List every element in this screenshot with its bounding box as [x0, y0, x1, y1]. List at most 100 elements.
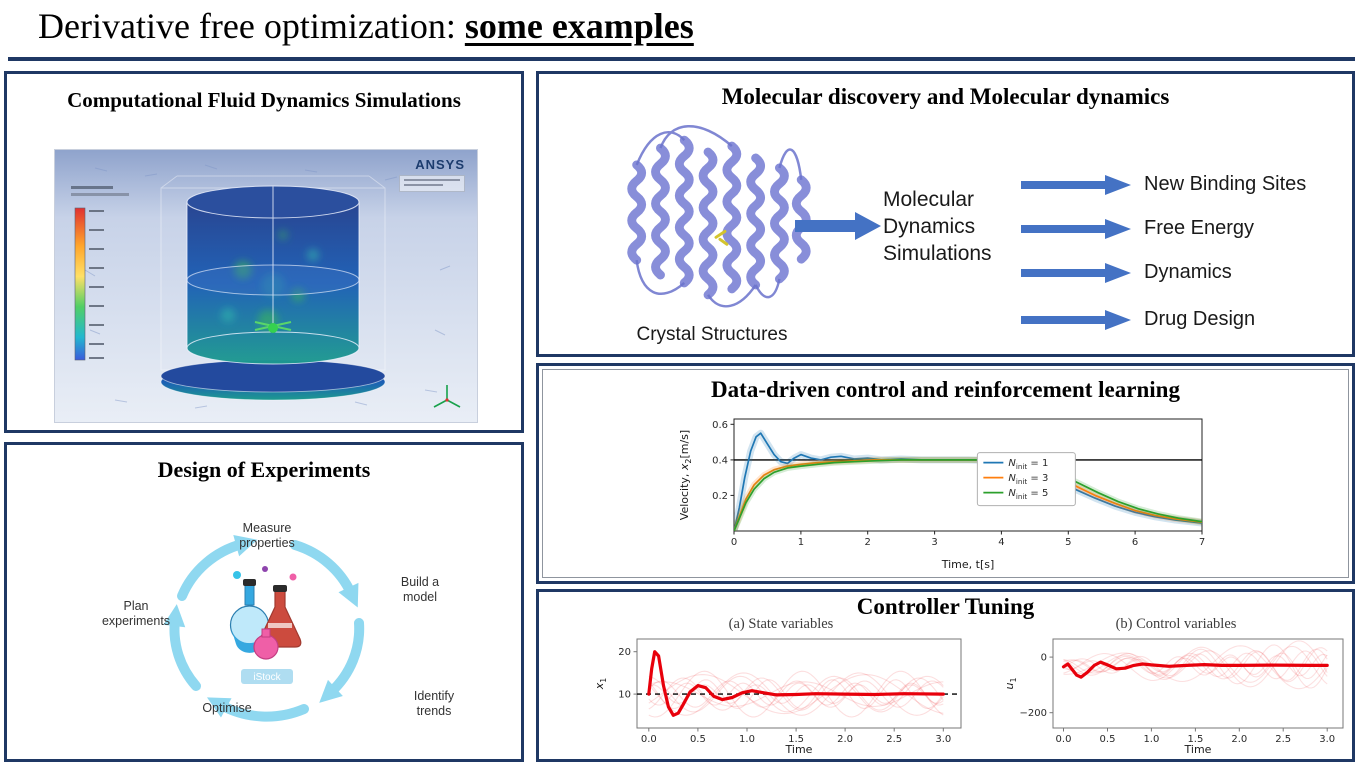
cfd-panel-title: Computational Fluid Dynamics Simulations [67, 88, 461, 112]
svg-text:10: 10 [618, 690, 631, 701]
main-flow-arrow [795, 212, 881, 240]
cfd-simulation-image: ANSYS [55, 150, 477, 422]
md-simulations-label: Molecular Dynamics Simulations [883, 188, 992, 265]
svg-text:0: 0 [730, 537, 736, 548]
panel-control-inner: Data-driven control and reinforcement le… [542, 369, 1349, 578]
svg-text:Velocity, x2​[m/s]: Velocity, x2​[m/s] [678, 430, 693, 520]
output-row-drug-design: Drug Design [1021, 308, 1255, 331]
control-panel-title: Data-driven control and reinforcement le… [711, 377, 1180, 402]
doe-step-measure: Measure properties [239, 521, 295, 550]
svg-text:1: 1 [797, 537, 803, 548]
svg-text:Time: Time [1184, 743, 1212, 756]
panel-molecular: Molecular discovery and Molecular dynami… [536, 71, 1355, 357]
doe-cycle-svg: iStock [163, 534, 365, 722]
cfd-flow-blobs [221, 230, 319, 330]
molecular-panel-title: Molecular discovery and Molecular dynami… [721, 84, 1170, 109]
svg-text:0.0: 0.0 [1056, 734, 1072, 745]
svg-text:0.6: 0.6 [712, 420, 728, 431]
svg-text:Ninit​ = 5: Ninit​ = 5 [1008, 488, 1048, 501]
svg-text:0.0: 0.0 [641, 734, 657, 745]
arrow-shape [795, 212, 881, 240]
doe-cycle-diagram: iStock Measure properties Build a model … [29, 503, 505, 755]
doe-step-build: Build a model [400, 575, 440, 604]
svg-text:2.0: 2.0 [1231, 734, 1247, 745]
svg-text:6: 6 [1131, 537, 1137, 548]
state-variables-caption: (a) State variables [728, 616, 834, 632]
svg-text:1.0: 1.0 [1143, 734, 1159, 745]
cfd-flow-arrows [84, 164, 451, 409]
arrow-shape [1021, 262, 1131, 283]
doe-step-optimise: Optimise [202, 701, 252, 715]
ansys-logo: ANSYS [415, 157, 465, 172]
svg-text:2.5: 2.5 [886, 734, 902, 745]
doe-panel-title: Design of Experiments [157, 457, 371, 482]
svg-text:−200: −200 [1020, 708, 1047, 719]
svg-text:x1​: x1​ [593, 678, 608, 691]
doe-step-identify: Identify trends [413, 689, 455, 718]
protein-ribbon-svg [627, 125, 811, 308]
panel-tuning: Controller Tuning (a) State variables 0.… [536, 589, 1355, 762]
output-row-binding-sites: New Binding Sites [1021, 173, 1306, 196]
svg-text:Time, t[s]: Time, t[s] [940, 558, 994, 571]
arrow-shape [1021, 174, 1131, 195]
svg-text:3.0: 3.0 [1319, 734, 1335, 745]
output-arrow-icon [1021, 218, 1131, 239]
cfd-tank [160, 175, 386, 401]
crystal-structures-label: Crystal Structures [636, 324, 788, 345]
cfd-render [55, 150, 477, 422]
svg-text:1.5: 1.5 [788, 734, 804, 745]
cfd-color-legend [71, 186, 129, 361]
svg-text:2.0: 2.0 [837, 734, 853, 745]
svg-text:0.2: 0.2 [712, 491, 728, 502]
slide-title-emphasis: some examples [464, 6, 694, 46]
axis-triad-icon [433, 385, 461, 408]
tuning-panel-title: Controller Tuning [856, 594, 1035, 619]
ligand-marker [714, 229, 729, 246]
svg-text:7: 7 [1198, 537, 1204, 548]
svg-text:0.5: 0.5 [690, 734, 706, 745]
output-row-dynamics: Dynamics [1021, 261, 1232, 284]
doe-cycle-arrows [163, 534, 365, 722]
ansys-info-box [399, 175, 465, 192]
istock-watermark-box [241, 669, 293, 684]
slide-title-text: Derivative free optimization: [38, 6, 465, 46]
svg-text:5: 5 [1065, 537, 1071, 548]
doe-step-plan: Plan experiments [101, 599, 171, 628]
flask-icon: iStock [229, 566, 302, 684]
svg-text:0.4: 0.4 [712, 455, 728, 466]
output-label: Dynamics [1144, 261, 1232, 283]
svg-text:2.5: 2.5 [1275, 734, 1291, 745]
protein-structure-image [601, 108, 829, 323]
panel-control: Data-driven control and reinforcement le… [536, 363, 1355, 584]
svg-text:Ninit​ = 3: Ninit​ = 3 [1008, 473, 1048, 486]
panel-cfd: Computational Fluid Dynamics Simulations [4, 71, 524, 433]
cfd-impeller [254, 321, 292, 333]
output-label: Drug Design [1144, 308, 1256, 330]
arrow-shape [1021, 309, 1131, 330]
output-label: Free Energy [1144, 217, 1255, 239]
output-arrow-icon [1021, 174, 1131, 195]
istock-watermark: iStock [253, 672, 281, 683]
title-divider [8, 57, 1355, 61]
svg-text:2: 2 [864, 537, 870, 548]
svg-text:3.0: 3.0 [935, 734, 951, 745]
panel-doe: Design of Experiments [4, 442, 524, 762]
output-arrow-icon [1021, 309, 1131, 330]
svg-text:3: 3 [931, 537, 937, 548]
slide-title: Derivative free optimization: some examp… [38, 5, 694, 47]
svg-text:0.5: 0.5 [1100, 734, 1116, 745]
arrow-shape [1021, 218, 1131, 239]
output-label: New Binding Sites [1144, 173, 1307, 195]
svg-text:Ninit​ = 1: Ninit​ = 1 [1008, 458, 1048, 471]
svg-text:20: 20 [618, 647, 631, 658]
state-variables-block: (a) State variables 0.0 0.5 1.0 1.5 2.0 2.5 3.… [591, 616, 971, 763]
svg-text:1.5: 1.5 [1187, 734, 1203, 745]
control-variables-caption: (b) Control variables [1115, 616, 1237, 632]
svg-text:1.0: 1.0 [739, 734, 755, 745]
svg-text:u1​: u1​ [1003, 677, 1018, 689]
svg-text:4: 4 [998, 537, 1004, 548]
output-row-free-energy: Free Energy [1021, 217, 1254, 240]
